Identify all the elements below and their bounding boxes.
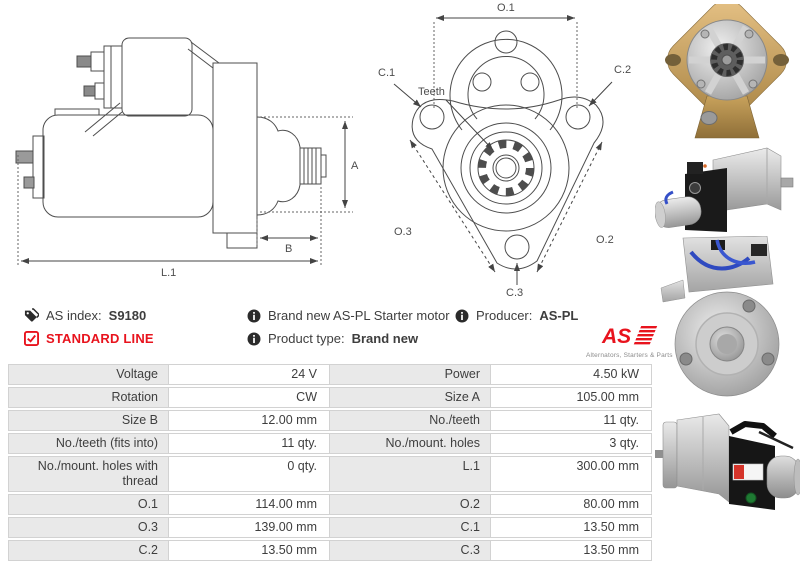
spec-value: 11 qty. <box>169 433 330 454</box>
spec-value: 105.00 mm <box>491 387 652 408</box>
product-photo-gallery <box>655 0 800 569</box>
spec-value: CW <box>169 387 330 408</box>
product-type-row: Product type: Brand new <box>247 331 418 346</box>
spec-value: 4.50 kW <box>491 364 652 385</box>
info-icon <box>455 309 469 323</box>
product-photo-front-view[interactable] <box>655 4 800 142</box>
spec-row: No./teeth (fits into)11 qty.No./mount. h… <box>8 433 652 454</box>
spec-label: No./teeth (fits into) <box>8 433 169 454</box>
spec-value: 114.00 mm <box>169 494 330 515</box>
as-index-value: S9180 <box>108 308 147 323</box>
standard-line-label: STANDARD LINE <box>46 331 154 346</box>
spec-label: Size A <box>330 387 491 408</box>
spec-label: No./teeth <box>330 410 491 431</box>
technical-drawing-side-view: A B L.1 <box>15 37 359 279</box>
spec-label: Voltage <box>8 364 169 385</box>
spec-label: O.2 <box>330 494 491 515</box>
as-pl-logo-text: AS <box>601 325 631 348</box>
dim-label-c3: C.3 <box>506 287 523 299</box>
dim-label-l1: L.1 <box>161 267 176 279</box>
spec-value: 11 qty. <box>491 410 652 431</box>
product-description-row: Brand new AS-PL Starter motor <box>247 308 450 323</box>
dim-label-c1: C.1 <box>378 67 395 79</box>
as-pl-logo-tagline: Alternators, Starters & Parts <box>586 352 673 359</box>
info-icon <box>247 332 261 346</box>
info-icon <box>247 309 261 323</box>
dim-label-o3: O.3 <box>394 226 412 238</box>
spec-value: 300.00 mm <box>491 456 652 492</box>
checkbox-checked-icon <box>24 331 39 346</box>
dim-label-o2: O.2 <box>596 234 614 246</box>
dim-label-teeth: Teeth <box>418 86 445 98</box>
dim-label-c2: C.2 <box>614 64 631 76</box>
spec-label: O.3 <box>8 517 169 538</box>
spec-label: Size B <box>8 410 169 431</box>
producer-value: AS-PL <box>539 308 579 323</box>
technical-drawing-front-view: O.1 C.1 C.2 Teeth O.3 O.2 C.3 <box>378 2 631 299</box>
product-photo-rear-view[interactable] <box>655 236 800 401</box>
product-type-value: Brand new <box>351 331 419 346</box>
as-pl-logo-mark: AS <box>601 325 658 348</box>
spec-value: 80.00 mm <box>491 494 652 515</box>
spec-label: O.1 <box>8 494 169 515</box>
spec-value: 13.50 mm <box>169 540 330 561</box>
spec-value: 12.00 mm <box>169 410 330 431</box>
spec-label: No./mount. holes <box>330 433 491 454</box>
as-index-row: AS index: S9180 <box>24 308 146 323</box>
producer-row: Producer: AS-PL <box>455 308 578 323</box>
spec-value: 0 qty. <box>169 456 330 492</box>
spec-value: 13.50 mm <box>491 540 652 561</box>
producer-label: Producer: <box>476 308 533 323</box>
spec-value: 13.50 mm <box>491 517 652 538</box>
standard-line-row: STANDARD LINE <box>24 331 154 346</box>
as-pl-logo: AS Alternators, Starters & Parts <box>586 324 673 359</box>
spec-label: Power <box>330 364 491 385</box>
spec-value: 24 V <box>169 364 330 385</box>
spec-label: C.2 <box>8 540 169 561</box>
spec-value: 139.00 mm <box>169 517 330 538</box>
as-index-label: AS index: <box>46 308 102 323</box>
product-description: Brand new AS-PL Starter motor <box>268 308 450 323</box>
dim-label-o1: O.1 <box>497 2 515 14</box>
spec-label: Rotation <box>8 387 169 408</box>
spec-value: 3 qty. <box>491 433 652 454</box>
dim-label-a: A <box>351 160 359 172</box>
spec-label: C.1 <box>330 517 491 538</box>
spec-label: C.3 <box>330 540 491 561</box>
spec-label: L.1 <box>330 456 491 492</box>
product-photo-side-view-2[interactable] <box>655 406 800 516</box>
product-photo-side-view[interactable] <box>655 146 800 236</box>
dim-label-b: B <box>285 243 292 255</box>
spec-label: No./mount. holes with thread <box>8 456 169 492</box>
tag-icon <box>24 308 39 323</box>
product-type-label: Product type: <box>268 331 345 346</box>
